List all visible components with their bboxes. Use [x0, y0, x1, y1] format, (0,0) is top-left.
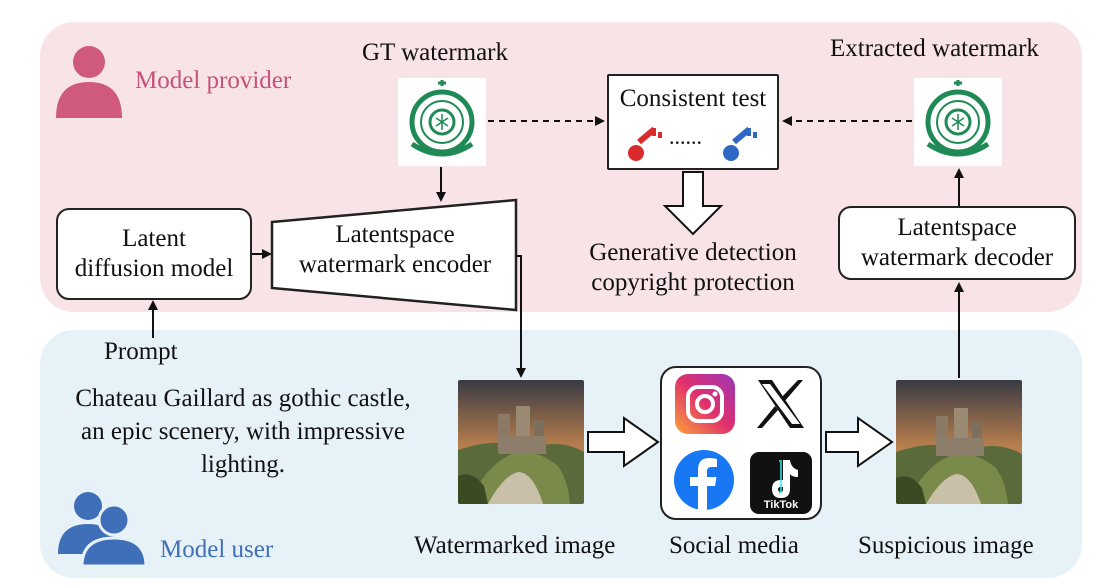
x-icon — [757, 380, 804, 428]
prompt-text: Chateau Gaillard as gothic castle, an ep… — [40, 382, 446, 481]
prompt-label: Prompt — [104, 338, 178, 365]
watermark-encoder-text: Latentspace watermark encoder — [270, 220, 520, 280]
social-media-caption: Social media — [669, 532, 799, 559]
social-to-suspicious-arrow — [825, 416, 894, 468]
castle-image — [896, 380, 1022, 504]
watermark-seal-icon — [925, 80, 991, 157]
suspicious-image — [896, 380, 1022, 504]
tiktok-label: TikTok — [763, 499, 799, 511]
encoder-to-image-arrow — [516, 255, 526, 378]
generative-line2: copyright protection — [591, 269, 795, 296]
prompt-line2: an epic scenery, with impressive — [81, 418, 405, 445]
prompt-line3: lighting. — [200, 451, 286, 478]
watermark-seal-icon — [409, 80, 475, 157]
generative-line1: Generative detection — [589, 239, 797, 266]
key-dots: ...... — [669, 124, 702, 149]
test-to-result-arrow — [662, 171, 724, 236]
decoder-line1: Latentspace — [897, 214, 1017, 241]
suspicious-image-caption: Suspicious image — [858, 532, 1034, 559]
key-icon — [628, 126, 662, 161]
encoder-line2: watermark encoder — [298, 251, 492, 278]
consistent-test-label: Consistent test — [619, 85, 767, 112]
encoder-line1: Latentspace — [335, 221, 455, 248]
key-icon — [723, 126, 757, 161]
extracted-watermark-image — [914, 78, 1002, 166]
tiktok-icon: TikTok — [750, 452, 812, 514]
ldm-line1: Latent — [122, 225, 186, 252]
gt-watermark-label: GT watermark — [362, 39, 509, 66]
generative-detection-text: Generative detection copyright protectio… — [560, 238, 826, 298]
watermark-decoder-box: Latentspace watermark decoder — [838, 206, 1076, 280]
prompt-line1: Chateau Gaillard as gothic castle, — [75, 385, 411, 412]
person-icon — [56, 46, 122, 118]
castle-image — [458, 380, 584, 504]
ldm-line2: diffusion model — [74, 255, 234, 282]
model-provider-label: Model provider — [135, 67, 292, 94]
image-to-social-arrow — [587, 416, 660, 468]
watermarked-image-caption: Watermarked image — [414, 532, 616, 559]
decoder-line2: watermark decoder — [860, 244, 1054, 271]
extracted-watermark-label: Extracted watermark — [830, 35, 1039, 62]
watermarked-image — [458, 380, 584, 504]
instagram-icon — [675, 374, 735, 434]
people-icon — [58, 492, 148, 566]
gt-watermark-image — [398, 78, 486, 166]
latent-diffusion-model-box: Latent diffusion model — [56, 208, 252, 300]
model-user-label: Model user — [160, 536, 274, 563]
facebook-icon — [674, 450, 734, 510]
watermark-encoder-shape — [270, 198, 518, 312]
